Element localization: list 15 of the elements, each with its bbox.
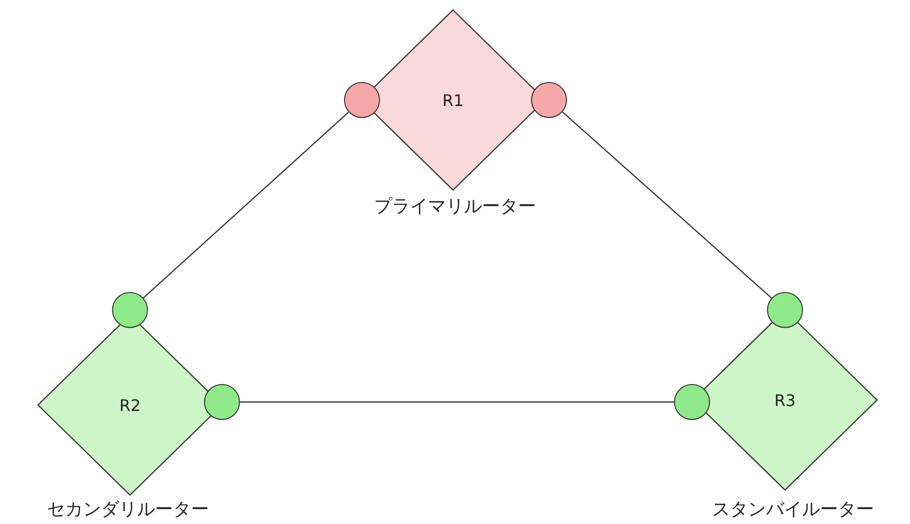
router-caption: セカンダリルーター [47, 498, 209, 521]
router-label: R3 [774, 390, 796, 410]
connection-line [142, 112, 350, 298]
router-label: R2 [119, 396, 141, 414]
connection-line [562, 112, 772, 298]
interface-port [204, 384, 240, 420]
router-caption: プライマリルーター [374, 195, 536, 218]
interface-port [344, 82, 380, 118]
interface-port [767, 292, 803, 328]
interface-port [674, 384, 710, 420]
connection-line [240, 401, 674, 403]
router-label: R1 [442, 90, 464, 110]
interface-port [112, 292, 148, 328]
interface-port [531, 82, 567, 118]
router-caption: スタンバイルーター [712, 498, 874, 521]
